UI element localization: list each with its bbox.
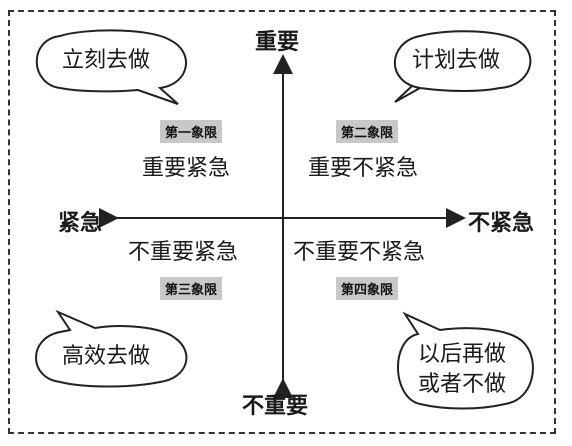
bubble-text-q3: 高效去做	[62, 344, 151, 369]
quadrant-tag-3: 第三象限	[160, 277, 223, 300]
bubble-text-q2: 计划去做	[412, 48, 501, 73]
axis-label-not-important: 不重要	[242, 394, 309, 419]
axis-label-important: 重要	[255, 30, 300, 55]
quadrant-tag-1: 第一象限	[160, 120, 223, 143]
quadrant-tag-4: 第四象限	[336, 277, 399, 300]
quadrant-label-4: 不重要不紧急	[293, 240, 426, 265]
speech-bubble-q1	[35, 29, 187, 105]
bubble-text-q4-line1: 以后再做	[418, 342, 507, 367]
bubble-text-q4-line2: 或者不做	[418, 372, 507, 397]
speech-bubble-q4	[397, 311, 534, 410]
axis-label-urgent: 紧急	[58, 211, 103, 236]
axis-label-not-urgent: 不紧急	[468, 211, 535, 236]
bubble-text-q1: 立刻去做	[62, 48, 151, 73]
speech-bubble-q3	[35, 309, 188, 388]
quadrant-label-3: 不重要紧急	[128, 240, 239, 265]
quadrant-label-2: 重要不紧急	[308, 156, 419, 181]
quadrant-tag-2: 第二象限	[336, 120, 399, 143]
speech-bubble-q2	[393, 30, 532, 103]
dashed-frame	[8, 10, 556, 434]
quadrant-label-1: 重要紧急	[142, 156, 231, 181]
